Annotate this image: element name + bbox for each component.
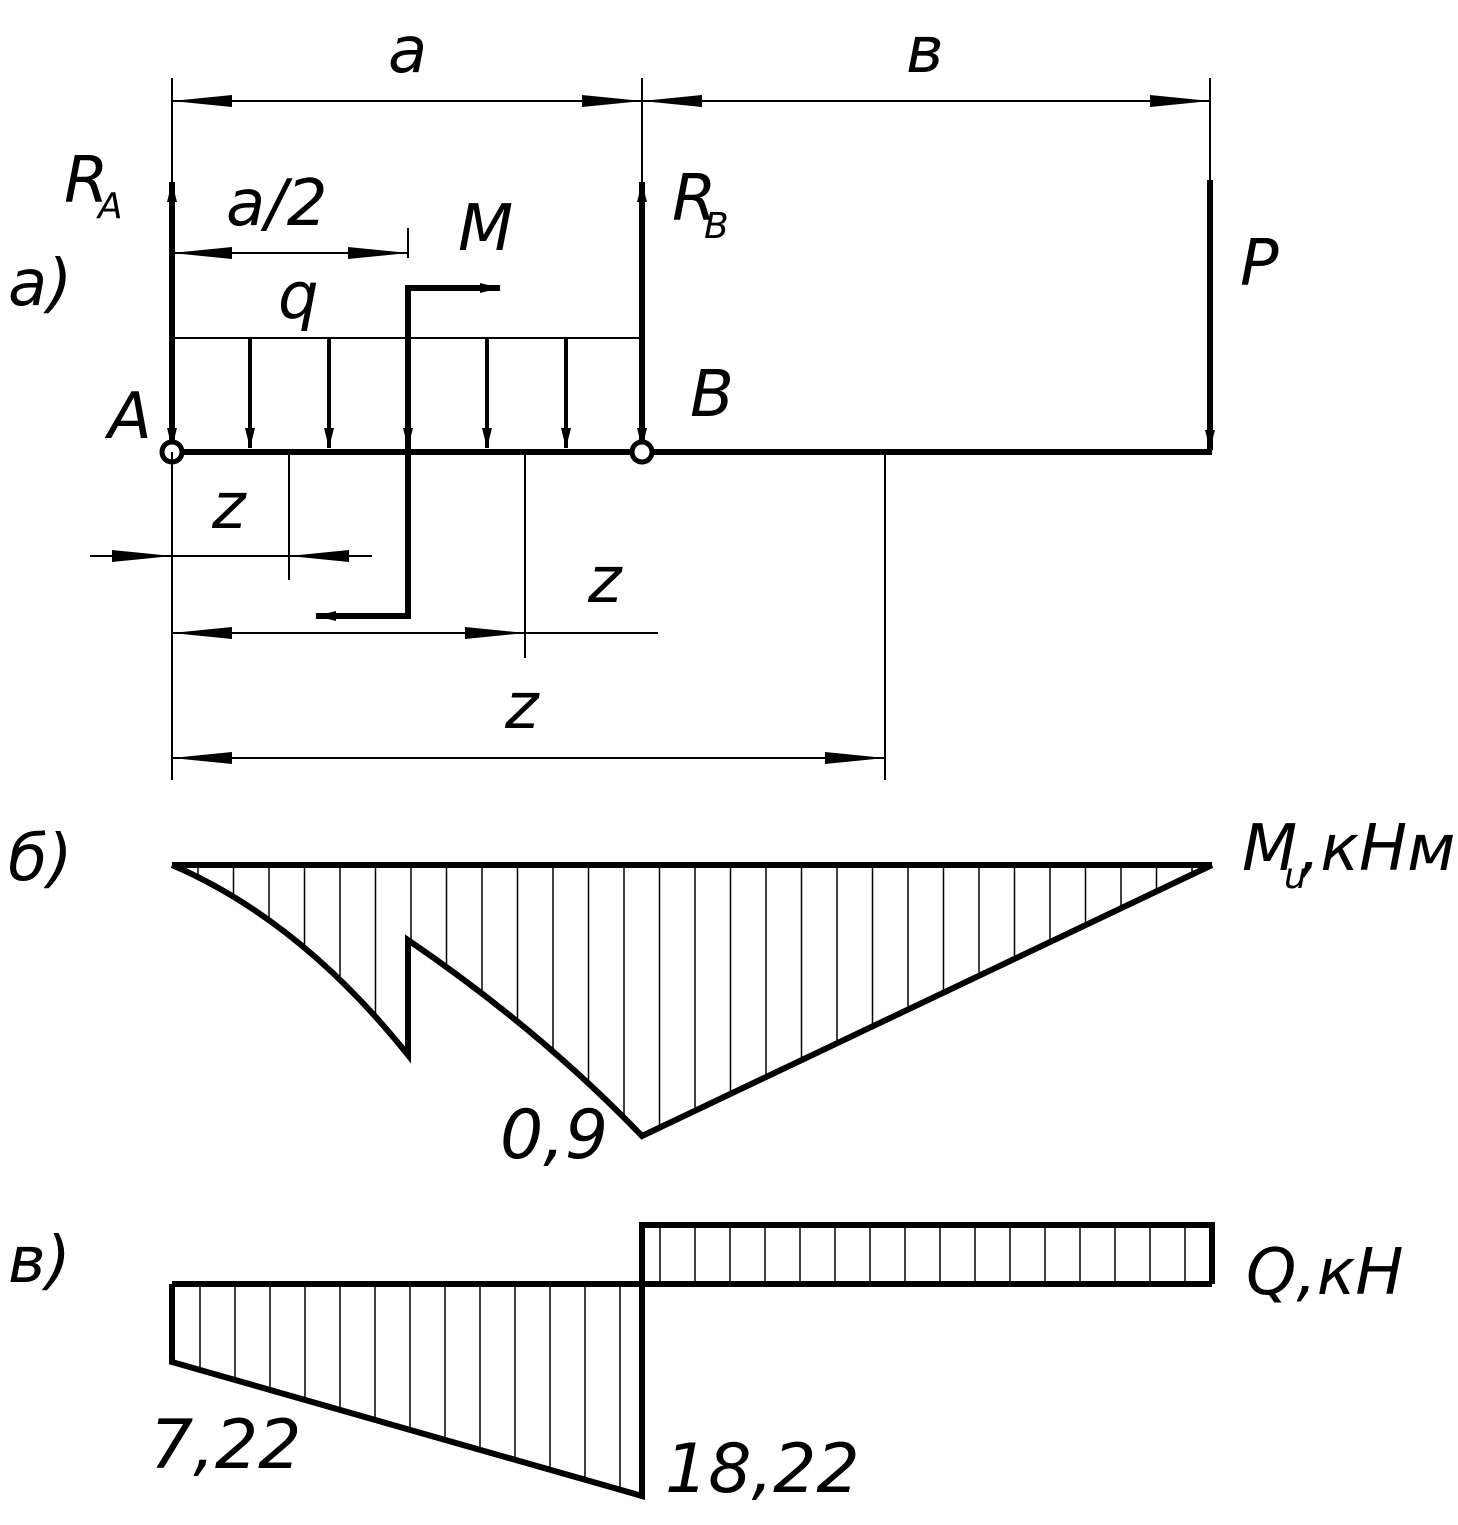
part-label-b: б) [8, 822, 72, 896]
label-z3: z [504, 670, 540, 744]
label-point-a: A [104, 380, 152, 454]
part-label-c: в) [8, 1224, 71, 1298]
shear-outline [169, 1222, 1215, 1500]
moment-diagram: б) 0,9 Mu,кНм [8, 812, 1455, 1175]
label-q: q [278, 260, 319, 334]
moment-hatching [197, 865, 1193, 1136]
label-moment: M [458, 192, 513, 266]
loading-scheme: a в a/2 a) RA RB q M [8, 14, 1279, 780]
support-b [629, 439, 655, 465]
label-point-b: B [690, 358, 734, 432]
label-reaction-b: RB [672, 162, 729, 247]
shear-diagram: в) 7,22 18,22 Q,кН [8, 1222, 1404, 1509]
part-label-a: a) [8, 247, 72, 321]
shear-axis-label: Q,кН [1246, 1236, 1404, 1310]
shear-hatching-right [659, 1225, 1186, 1284]
label-b: в [906, 14, 944, 88]
moment-axis-label: Mu,кНм [1242, 812, 1455, 897]
label-a: a [388, 14, 427, 88]
label-half-a: a/2 [226, 167, 328, 241]
label-z1: z [211, 470, 247, 544]
moment-curve [170, 862, 1214, 1140]
label-reaction-a: RA [64, 144, 123, 227]
label-force-p: P [1240, 227, 1279, 301]
moment-peak-value: 0,9 [500, 1096, 608, 1175]
shear-value-left: 7,22 [150, 1406, 301, 1485]
shear-value-right: 18,22 [665, 1430, 860, 1509]
label-z2: z [587, 544, 623, 618]
